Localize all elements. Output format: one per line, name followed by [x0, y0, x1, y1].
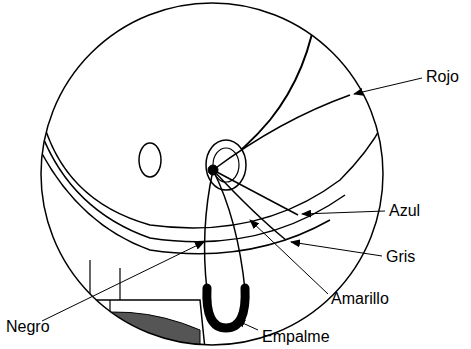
wire-color-label: Negro [6, 318, 50, 336]
leader-lines [42, 78, 422, 330]
wires [205, 95, 350, 328]
wire-color-label: Gris [386, 248, 415, 266]
wire-color-label: Amarillo [331, 290, 389, 308]
wire-color-label: Azul [389, 202, 420, 220]
splice-label: Empalme [262, 328, 330, 346]
wire-color-label: Rojo [426, 68, 459, 86]
